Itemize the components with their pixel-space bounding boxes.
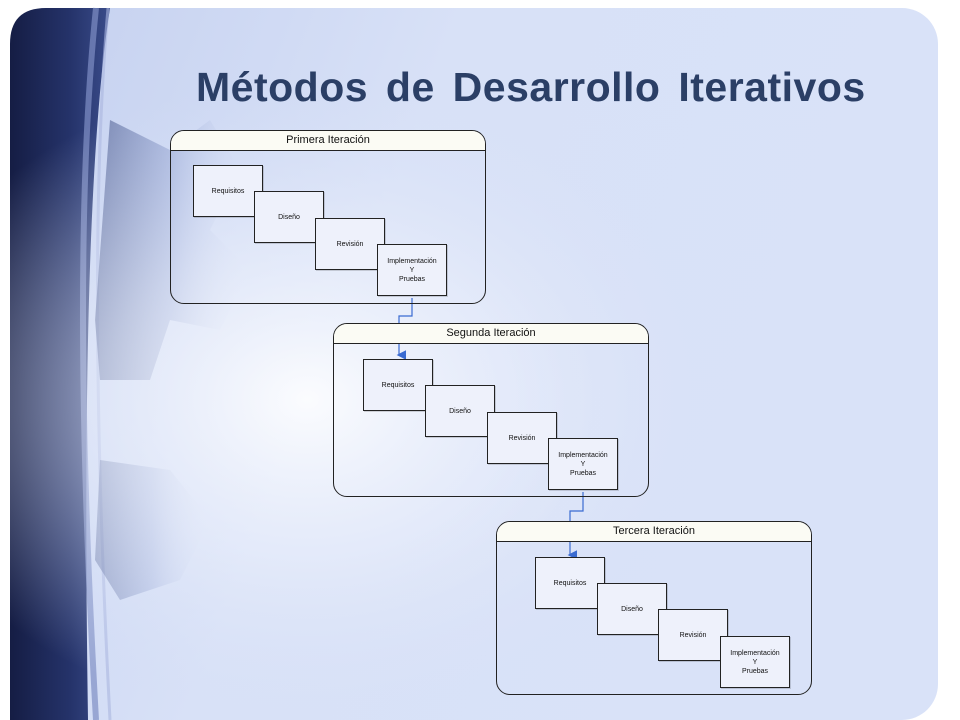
iteration-frame-1: Primera Iteración bbox=[170, 130, 486, 304]
iteration-header-1: Primera Iteración bbox=[171, 131, 485, 151]
step-diseno-3: Diseño bbox=[597, 583, 667, 635]
step-diseno-2: Diseño bbox=[425, 385, 495, 437]
step-implementacion-1: Implementación Y Pruebas bbox=[377, 244, 447, 296]
step-requisitos-1: Requisitos bbox=[193, 165, 263, 217]
iteration-frame-3: Tercera Iteración bbox=[496, 521, 812, 695]
iteration-header-3: Tercera Iteración bbox=[497, 522, 811, 542]
step-diseno-1: Diseño bbox=[254, 191, 324, 243]
slide-title: Métodos de Desarrollo Iterativos bbox=[196, 64, 866, 110]
step-revision-1: Revisión bbox=[315, 218, 385, 270]
step-implementacion-3: Implementación Y Pruebas bbox=[720, 636, 790, 688]
step-requisitos-3: Requisitos bbox=[535, 557, 605, 609]
iteration-header-2: Segunda Iteración bbox=[334, 324, 648, 344]
step-revision-3: Revisión bbox=[658, 609, 728, 661]
step-revision-2: Revisión bbox=[487, 412, 557, 464]
step-requisitos-2: Requisitos bbox=[363, 359, 433, 411]
iteration-frame-2: Segunda Iteración bbox=[333, 323, 649, 497]
step-implementacion-2: Implementación Y Pruebas bbox=[548, 438, 618, 490]
